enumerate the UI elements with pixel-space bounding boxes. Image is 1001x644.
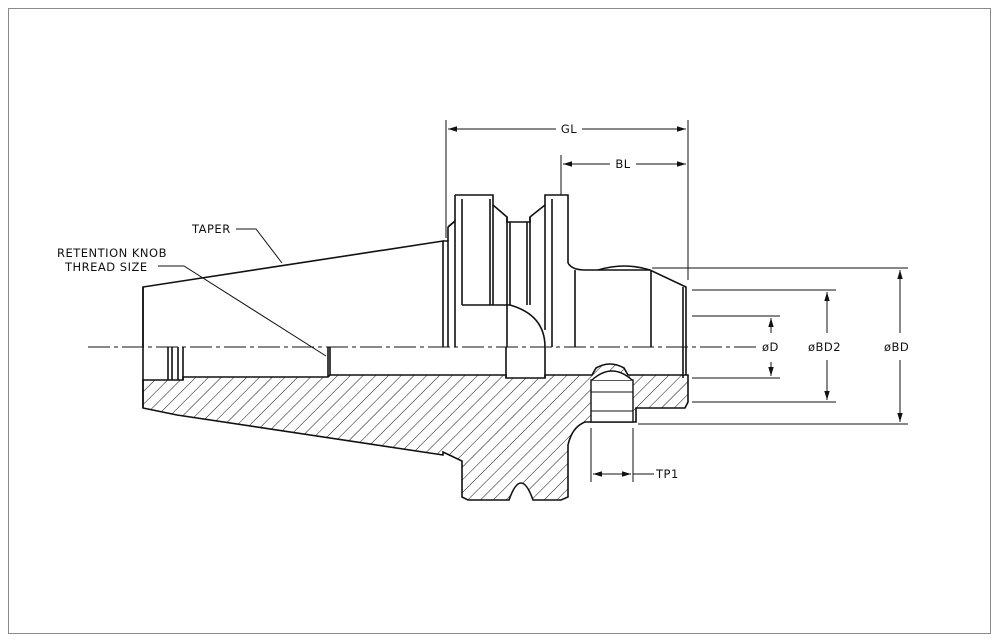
- diameter-d-label: øD: [762, 340, 779, 354]
- gl-label: GL: [561, 122, 577, 136]
- taper-label: TAPER: [191, 222, 231, 236]
- dimension-lines: [158, 120, 908, 482]
- bl-label: BL: [615, 157, 630, 171]
- tool-holder-outline: [142, 194, 687, 408]
- tp1-label: TP1: [655, 467, 679, 481]
- retention-knob-label: RETENTION KNOB: [57, 246, 167, 260]
- thread-size-label: THREAD SIZE: [64, 260, 148, 274]
- tp1-pin-hole: [590, 370, 634, 423]
- diameter-bd-label: øBD: [884, 340, 909, 354]
- diameter-bd2-label: øBD2: [808, 340, 841, 354]
- section-hatch: [142, 363, 689, 501]
